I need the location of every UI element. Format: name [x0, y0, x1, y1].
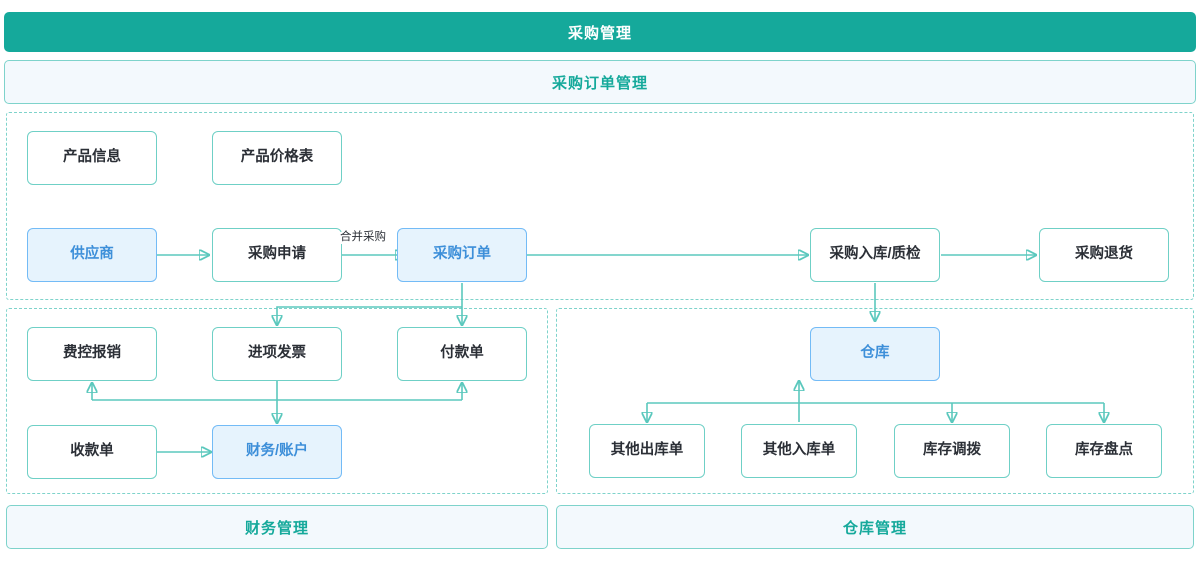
node-payment-slip[interactable]: 付款单: [397, 327, 527, 381]
node-finance-account[interactable]: 财务/账户: [212, 425, 342, 479]
footer-banner-finance: 财务管理: [6, 505, 548, 549]
node-warehouse[interactable]: 仓库: [810, 327, 940, 381]
node-stock-count[interactable]: 库存盘点: [1046, 424, 1162, 478]
node-receipt-slip[interactable]: 收款单: [27, 425, 157, 479]
node-stock-transfer[interactable]: 库存调拨: [894, 424, 1010, 478]
node-purchase-order[interactable]: 采购订单: [397, 228, 527, 282]
node-product-info[interactable]: 产品信息: [27, 131, 157, 185]
node-supplier[interactable]: 供应商: [27, 228, 157, 282]
node-product-price-list[interactable]: 产品价格表: [212, 131, 342, 185]
node-purchase-request[interactable]: 采购申请: [212, 228, 342, 282]
node-purchase-receipt-inspection[interactable]: 采购入库/质检: [810, 228, 940, 282]
node-input-invoice[interactable]: 进项发票: [212, 327, 342, 381]
node-expense-claim[interactable]: 费控报销: [27, 327, 157, 381]
page-title: 采购管理: [4, 12, 1196, 52]
node-other-outbound[interactable]: 其他出库单: [589, 424, 705, 478]
group-purchase-order-management: [6, 112, 1194, 300]
edge-label-merge-purchase: 合并采购: [339, 231, 387, 244]
node-purchase-return[interactable]: 采购退货: [1039, 228, 1169, 282]
section-banner-purchase-order: 采购订单管理: [4, 60, 1196, 104]
footer-banner-warehouse: 仓库管理: [556, 505, 1194, 549]
node-other-inbound[interactable]: 其他入库单: [741, 424, 857, 478]
